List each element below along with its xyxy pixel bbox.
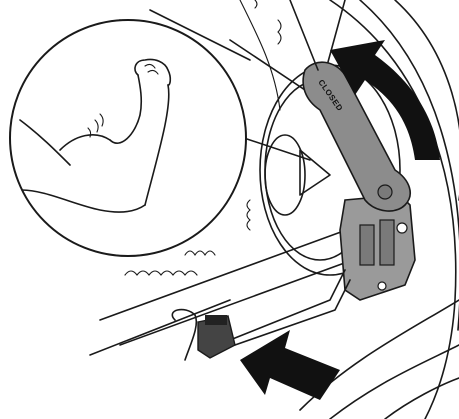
quick-release-lever: CLOSED xyxy=(290,0,410,211)
clamp-bracket xyxy=(340,195,415,300)
tire-tread xyxy=(240,0,281,110)
brake-cable xyxy=(230,270,350,345)
strength-callout xyxy=(10,20,246,256)
cable-clip xyxy=(172,310,235,360)
push-arrow-icon xyxy=(240,330,340,400)
